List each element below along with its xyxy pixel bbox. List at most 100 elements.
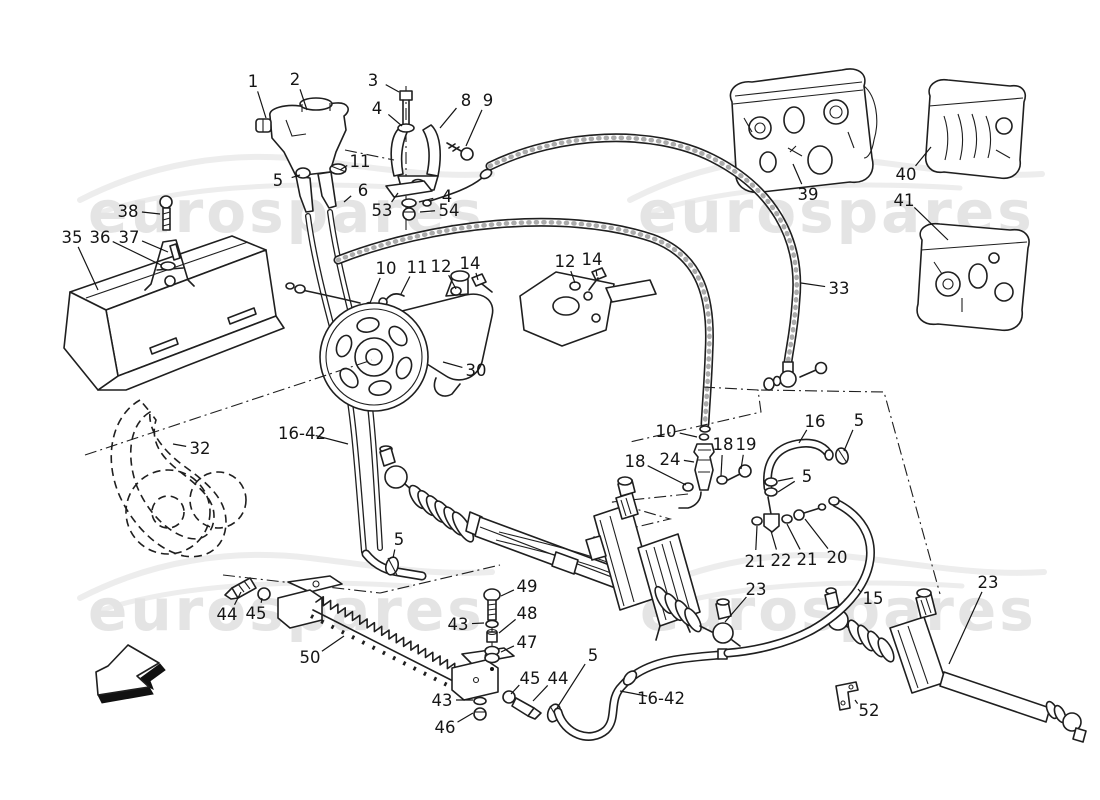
washer-12 xyxy=(450,286,462,296)
bracket-52 xyxy=(835,681,859,711)
part-callout: 21 xyxy=(745,552,766,571)
part-callout: 4 xyxy=(442,187,453,206)
callout-leader xyxy=(804,518,829,549)
part-callout: 16-42 xyxy=(278,424,326,443)
return-hose-16-42 xyxy=(553,648,728,741)
callout-leader xyxy=(392,549,396,559)
callout-leader xyxy=(442,361,463,368)
part-callout: 5 xyxy=(802,467,813,486)
callout-leader xyxy=(915,146,932,167)
callout-leader xyxy=(343,195,352,203)
tie-rod-end xyxy=(1062,712,1082,732)
part-callout: 33 xyxy=(829,279,850,298)
washer-18 xyxy=(716,475,728,485)
shield-mount-bracket xyxy=(144,195,195,291)
callout-leader xyxy=(843,429,854,452)
part-callout: 22 xyxy=(771,551,792,570)
bolt-3 xyxy=(399,90,413,101)
spares-bag-40 xyxy=(924,78,1026,180)
union-20 xyxy=(793,509,805,521)
callout-leader xyxy=(683,459,695,463)
part-callout: 5 xyxy=(854,411,865,430)
callout-leader xyxy=(755,525,758,551)
part-callout: 37 xyxy=(119,228,140,247)
callout-leader xyxy=(475,272,479,281)
toothed-strip-50 xyxy=(277,575,515,701)
nut-46 xyxy=(473,707,487,721)
mount-clamp xyxy=(637,533,701,627)
callout-leader xyxy=(77,246,99,291)
callout-leader xyxy=(112,241,162,266)
callout-leader xyxy=(724,596,747,623)
part-callout: 23 xyxy=(746,580,767,599)
bolt-stack xyxy=(483,588,501,671)
callout-leader xyxy=(291,174,301,179)
callout-leader xyxy=(510,684,520,695)
part-callout: 47 xyxy=(517,633,538,652)
watermark xyxy=(77,551,495,615)
part-callout: 15 xyxy=(863,589,884,608)
part-callout: 24 xyxy=(660,450,681,469)
callout-leader xyxy=(777,480,796,493)
callout-leader xyxy=(770,530,778,550)
part-callout: 32 xyxy=(190,439,211,458)
part-callout: 44 xyxy=(548,669,569,688)
callout-leader xyxy=(800,282,826,288)
callout-leader xyxy=(777,477,794,482)
callout-leader xyxy=(720,454,723,477)
callout-leader xyxy=(465,109,483,147)
callout-leader xyxy=(141,211,161,215)
filler-cap xyxy=(299,97,333,111)
callout-leader xyxy=(387,113,403,127)
grease-fitting-44 xyxy=(511,697,535,717)
hose-16 xyxy=(751,438,849,533)
part-callout: 54 xyxy=(439,201,460,220)
callout-leader xyxy=(471,622,485,625)
clamp-5 xyxy=(764,487,778,497)
clamp-5 xyxy=(764,477,778,487)
part-callout: 40 xyxy=(896,165,917,184)
swoosh-graphic xyxy=(629,551,1047,601)
callout-leader xyxy=(260,597,263,603)
spares-bag-41 xyxy=(916,222,1030,332)
callout-leader xyxy=(948,591,983,665)
part-callout: 11 xyxy=(407,258,428,277)
direction-arrow-icon xyxy=(95,644,166,704)
part-callout: 20 xyxy=(827,548,848,567)
part-callout: 35 xyxy=(62,228,83,247)
heat-shield xyxy=(63,235,285,391)
part-callout: 2 xyxy=(290,70,301,89)
part-callout: 9 xyxy=(483,91,494,110)
callout-leader xyxy=(500,645,515,653)
nut-54 xyxy=(402,207,416,221)
part-callout: 16 xyxy=(805,412,826,431)
callout-leader xyxy=(792,163,803,185)
valve-24 xyxy=(693,443,715,491)
part-callout: 14 xyxy=(582,250,603,269)
callout-leader xyxy=(913,206,949,241)
elbow-22 xyxy=(763,513,780,533)
callout-leader xyxy=(339,165,348,171)
steering-rack-main xyxy=(379,445,741,647)
hose-15 xyxy=(723,496,875,658)
washer-43 xyxy=(473,696,487,706)
washer-21 xyxy=(781,514,793,524)
swoosh-graphic xyxy=(93,182,413,217)
bolt-19 xyxy=(738,464,752,478)
part-callout: 10 xyxy=(376,259,397,278)
part-callout: 48 xyxy=(517,604,538,623)
callout-leader xyxy=(570,270,576,284)
callout-leader xyxy=(321,635,345,652)
callout-leader xyxy=(556,663,586,709)
callout-leader xyxy=(854,699,859,704)
swoosh-graphic xyxy=(93,580,413,615)
part-callout: 3 xyxy=(368,71,379,90)
callout-leader xyxy=(315,434,349,445)
part-callout: 30 xyxy=(466,361,487,380)
bolt-14 xyxy=(591,267,607,281)
olive-10 xyxy=(698,433,710,441)
callout-leader xyxy=(299,89,308,111)
callout-leader xyxy=(448,274,457,290)
washer-12 xyxy=(569,281,581,291)
